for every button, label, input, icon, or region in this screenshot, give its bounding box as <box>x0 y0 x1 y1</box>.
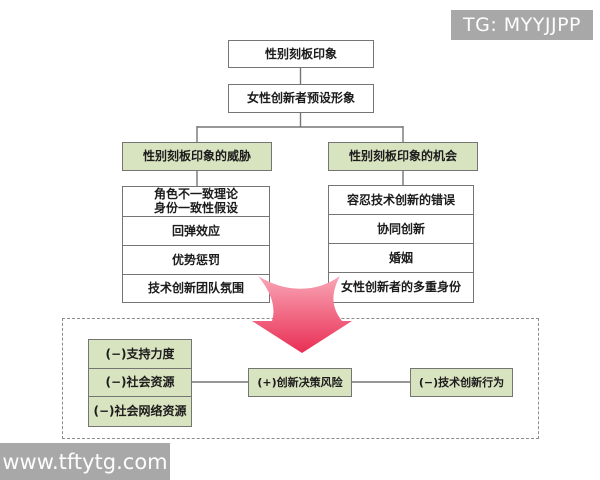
opportunity-item: 容忍技术创新的错误 <box>346 192 455 207</box>
mediator-box-innovation-decision-risk: (+)创新决策风险 <box>248 368 352 397</box>
threat-item: 技术创新团队氛围 <box>123 273 269 302</box>
opportunity-item: 协同创新 <box>329 214 473 243</box>
antecedent-item: (−)支持力度 <box>89 340 191 368</box>
website-watermark: www.tftytg.com <box>0 443 170 480</box>
threat-item-stack: 角色不一致理论 身份一致性假设 回弹效应 优势惩罚 技术创新团队氛围 <box>122 186 270 303</box>
threat-item: 回弹效应 <box>123 215 269 245</box>
outcome-box-tech-innovation-behavior: (−)技术创新行为 <box>410 368 513 397</box>
antecedent-stack: (−)支持力度 (−)社会资源 (−)社会网络资源 <box>88 339 192 427</box>
threat-item: 优势惩罚 <box>123 244 269 274</box>
opportunity-item-stack: 容忍技术创新的错误 协同创新 婚姻 女性创新者的多重身份 <box>328 185 474 303</box>
antecedent-item: (−)社会网络资源 <box>89 396 191 426</box>
telegram-watermark: TG: MYYJJPP <box>451 10 593 40</box>
header-stereotype-opportunity: 性别刻板印象的机会 <box>328 142 478 171</box>
header-stereotype-threat: 性别刻板印象的威胁 <box>122 142 272 171</box>
box-gender-stereotype: 性别刻板印象 <box>228 40 374 68</box>
antecedent-item: (−)社会资源 <box>89 368 191 396</box>
opportunity-item: 婚姻 <box>329 243 473 272</box>
threat-item: 角色不一致理论 身份一致性假设 <box>153 187 238 216</box>
box-female-innovator-preset-image: 女性创新者预设形象 <box>228 84 374 113</box>
opportunity-item: 女性创新者的多重身份 <box>329 272 473 302</box>
